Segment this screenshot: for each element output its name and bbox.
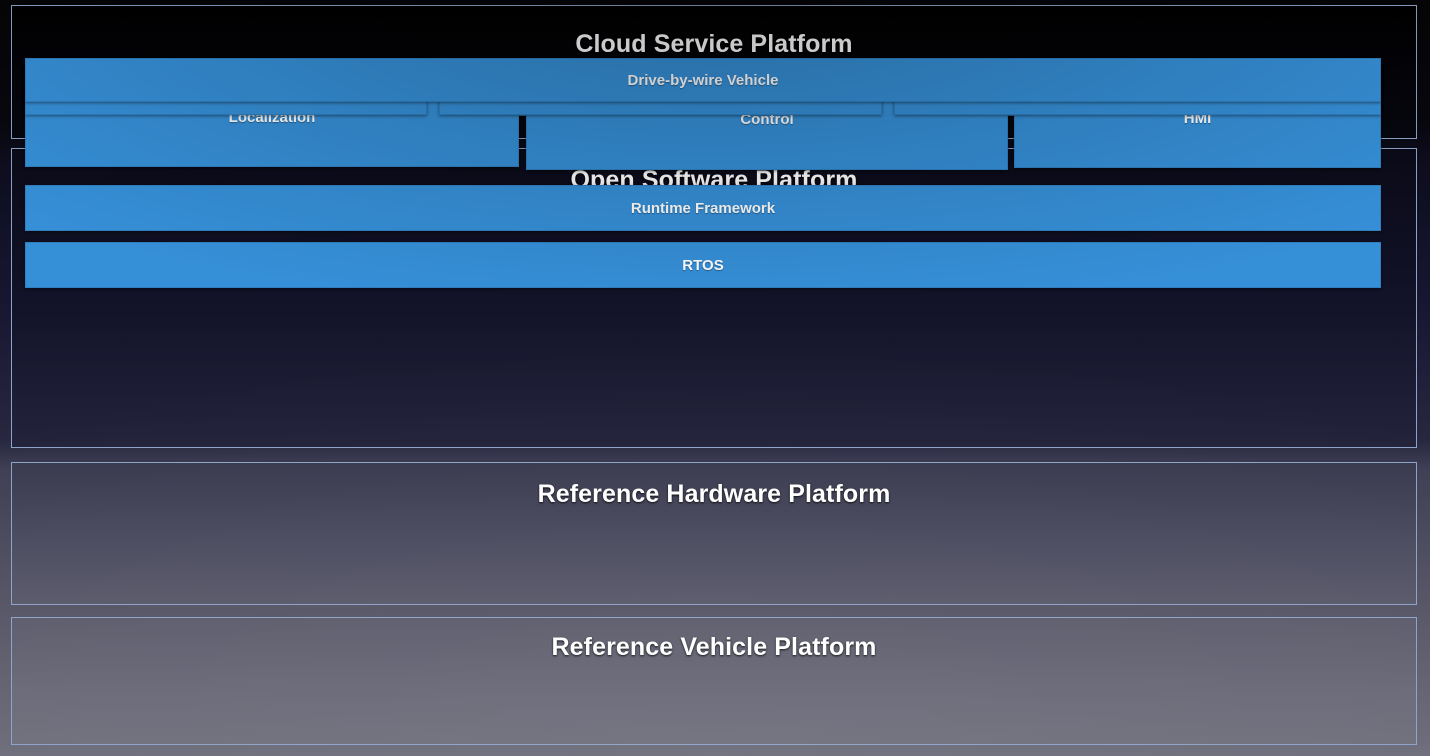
block-label-drive-by-wire-vehicle: Drive-by-wire Vehicle: [627, 71, 779, 89]
block-rtos[interactable]: RTOS: [25, 242, 1381, 288]
block-label-runtime-framework: Runtime Framework: [630, 199, 776, 217]
layer-title-reference-hardware-platform: Reference Hardware Platform: [537, 480, 891, 508]
layer-reference-vehicle-platform: Reference Vehicle Platform: [11, 617, 1417, 745]
layer-reference-hardware-platform: Reference Hardware Platform: [11, 462, 1417, 605]
block-label-rtos: RTOS: [682, 256, 724, 274]
layer-title-reference-vehicle-platform: Reference Vehicle Platform: [551, 633, 877, 661]
block-label-control: Control: [740, 111, 794, 128]
block-drive-by-wire-vehicle[interactable]: Drive-by-wire Vehicle: [25, 58, 1381, 102]
block-runtime-framework[interactable]: Runtime Framework: [25, 185, 1381, 231]
layer-title-cloud-service-platform: Cloud Service Platform: [575, 30, 853, 58]
